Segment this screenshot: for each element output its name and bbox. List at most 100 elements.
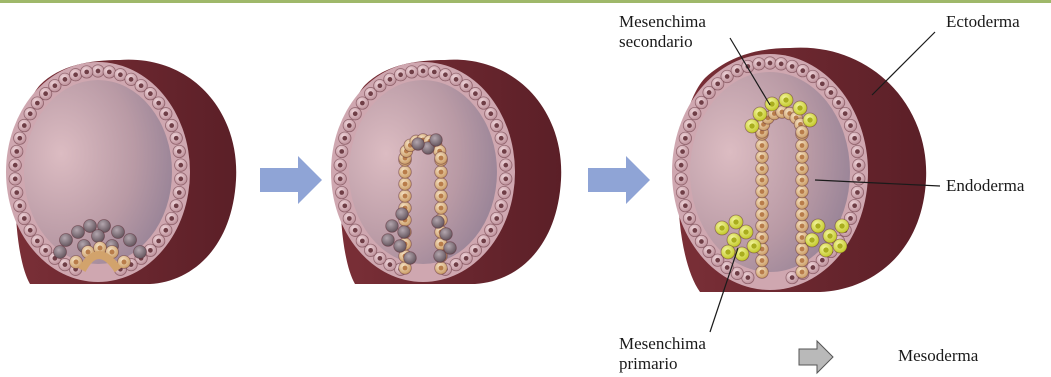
mesenchyme-cell bbox=[430, 134, 443, 147]
ectoderm-cell-nucleus bbox=[174, 203, 179, 208]
ectoderm-cell-nucleus bbox=[342, 203, 347, 208]
endoderm-cell-nucleus bbox=[800, 247, 805, 252]
ectoderm-cell-nucleus bbox=[473, 91, 478, 96]
ectoderm-cell-nucleus bbox=[338, 177, 343, 182]
ectoderm-cell-nucleus bbox=[852, 136, 857, 141]
ectoderm-cell-nucleus bbox=[28, 228, 33, 233]
endoderm-cell-nucleus bbox=[800, 166, 805, 171]
endoderm-cell-nucleus bbox=[74, 260, 79, 265]
ectoderm-cell-nucleus bbox=[398, 72, 403, 77]
ectoderm-cell-nucleus bbox=[679, 163, 684, 168]
mesoderm-cell-nucleus bbox=[725, 249, 730, 254]
ectoderm-cell-nucleus bbox=[494, 123, 499, 128]
ectoderm-cell-nucleus bbox=[725, 74, 730, 79]
mesoderm-cell-nucleus bbox=[769, 101, 774, 106]
mesoderm-cell-nucleus bbox=[751, 243, 756, 248]
ectoderm-cell-nucleus bbox=[96, 69, 101, 74]
ectoderm-cell-nucleus bbox=[683, 136, 688, 141]
ectoderm-cell-nucleus bbox=[178, 177, 183, 182]
endoderm-cell-nucleus bbox=[439, 194, 444, 199]
ectoderm-cell-nucleus bbox=[339, 149, 344, 154]
label-mesoderma: Mesoderma bbox=[898, 346, 978, 366]
ectoderm-cell-nucleus bbox=[715, 258, 720, 263]
mesenchyme-cell bbox=[386, 220, 399, 233]
mesenchyme-cell bbox=[394, 240, 407, 253]
mesoderm-cell-nucleus bbox=[783, 97, 788, 102]
ectoderm-cell-nucleus bbox=[148, 91, 153, 96]
ectoderm-cell-nucleus bbox=[443, 72, 448, 77]
ectoderm-cell-nucleus bbox=[368, 91, 373, 96]
ectoderm-cell-nucleus bbox=[464, 83, 469, 88]
ectoderm-cell-nucleus bbox=[855, 149, 860, 154]
ectoderm-cell-nucleus bbox=[790, 64, 795, 69]
ectoderm-cell-nucleus bbox=[35, 101, 40, 106]
ectoderm-cell-nucleus bbox=[347, 123, 352, 128]
mesoderm-cell-nucleus bbox=[815, 223, 820, 228]
ectoderm-cell-nucleus bbox=[692, 111, 697, 116]
endoderm-cell-nucleus bbox=[760, 235, 765, 240]
ectoderm-cell-nucleus bbox=[855, 190, 860, 195]
ectoderm-cell-nucleus bbox=[409, 70, 414, 75]
ectoderm-cell-nucleus bbox=[129, 77, 134, 82]
mesenchyme-cell bbox=[440, 228, 453, 241]
mesoderm-cell-nucleus bbox=[827, 233, 832, 238]
endoderm-cell-nucleus bbox=[800, 178, 805, 183]
ectoderm-cell-nucleus bbox=[481, 101, 486, 106]
endoderm-cell-nucleus bbox=[760, 270, 765, 275]
mesenchyme-cell bbox=[112, 226, 125, 239]
ectoderm-cell-nucleus bbox=[421, 69, 426, 74]
ectoderm-cell-nucleus bbox=[756, 62, 761, 67]
label-line: Mesenchima bbox=[619, 12, 706, 32]
endoderm-cell-nucleus bbox=[760, 224, 765, 229]
ectoderm-cell-nucleus bbox=[156, 101, 161, 106]
mesenchyme-cell bbox=[124, 234, 137, 247]
endoderm-cell-nucleus bbox=[403, 266, 408, 271]
ectoderm-cell-nucleus bbox=[163, 111, 168, 116]
mesoderm-cell-nucleus bbox=[837, 243, 842, 248]
ectoderm-cell-nucleus bbox=[14, 149, 19, 154]
endoderm-cell-nucleus bbox=[86, 250, 91, 255]
ectoderm-cell-nucleus bbox=[163, 228, 168, 233]
ectoderm-cell-nucleus bbox=[499, 136, 504, 141]
mesenchyme-cell bbox=[72, 226, 85, 239]
ectoderm-cell-nucleus bbox=[35, 239, 40, 244]
mesoderm-cell-nucleus bbox=[757, 111, 762, 116]
mesoderm-cell-nucleus bbox=[739, 251, 744, 256]
mesenchyme-cell bbox=[60, 234, 73, 247]
ectoderm-cell-nucleus bbox=[499, 203, 504, 208]
ectoderm-cell-nucleus bbox=[388, 77, 393, 82]
endoderm-cell-nucleus bbox=[800, 212, 805, 217]
mesenchyme-cell bbox=[432, 216, 445, 229]
ectoderm-cell-nucleus bbox=[13, 177, 18, 182]
mesoderm-cell-nucleus bbox=[719, 225, 724, 230]
endoderm-cell-nucleus bbox=[800, 201, 805, 206]
mesoderm-cell-nucleus bbox=[733, 219, 738, 224]
ectoderm-cell-nucleus bbox=[338, 163, 343, 168]
endoderm-cell-nucleus bbox=[760, 201, 765, 206]
ectoderm-cell-nucleus bbox=[177, 190, 182, 195]
ectoderm-cell-nucleus bbox=[683, 203, 688, 208]
ectoderm-cell-nucleus bbox=[169, 123, 174, 128]
ectoderm-cell-nucleus bbox=[715, 81, 720, 86]
ectoderm-cell-nucleus bbox=[177, 149, 182, 154]
ectoderm-cell-nucleus bbox=[856, 176, 861, 181]
ectoderm-cell-nucleus bbox=[378, 256, 383, 261]
endoderm-cell-nucleus bbox=[800, 130, 805, 135]
ectoderm-cell-nucleus bbox=[28, 111, 33, 116]
endoderm-cell-nucleus bbox=[760, 143, 765, 148]
endoderm-cell-nucleus bbox=[403, 170, 408, 175]
endoderm-cell-nucleus bbox=[800, 270, 805, 275]
mesoderm-cell-nucleus bbox=[731, 237, 736, 242]
ectoderm-cell-nucleus bbox=[699, 239, 704, 244]
ectoderm-cell-nucleus bbox=[687, 216, 692, 221]
label-ectoderma: Ectoderma bbox=[946, 12, 1020, 32]
ectoderm-cell-nucleus bbox=[454, 77, 459, 82]
ectoderm-cell-nucleus bbox=[339, 190, 344, 195]
ectoderm-cell-nucleus bbox=[353, 228, 358, 233]
endoderm-cell-nucleus bbox=[439, 170, 444, 175]
endoderm-cell-nucleus bbox=[439, 206, 444, 211]
label-endoderma: Endoderma bbox=[946, 176, 1024, 196]
ectoderm-cell-nucleus bbox=[820, 81, 825, 86]
ectoderm-cell-nucleus bbox=[53, 83, 58, 88]
ectoderm-cell-nucleus bbox=[63, 262, 68, 267]
